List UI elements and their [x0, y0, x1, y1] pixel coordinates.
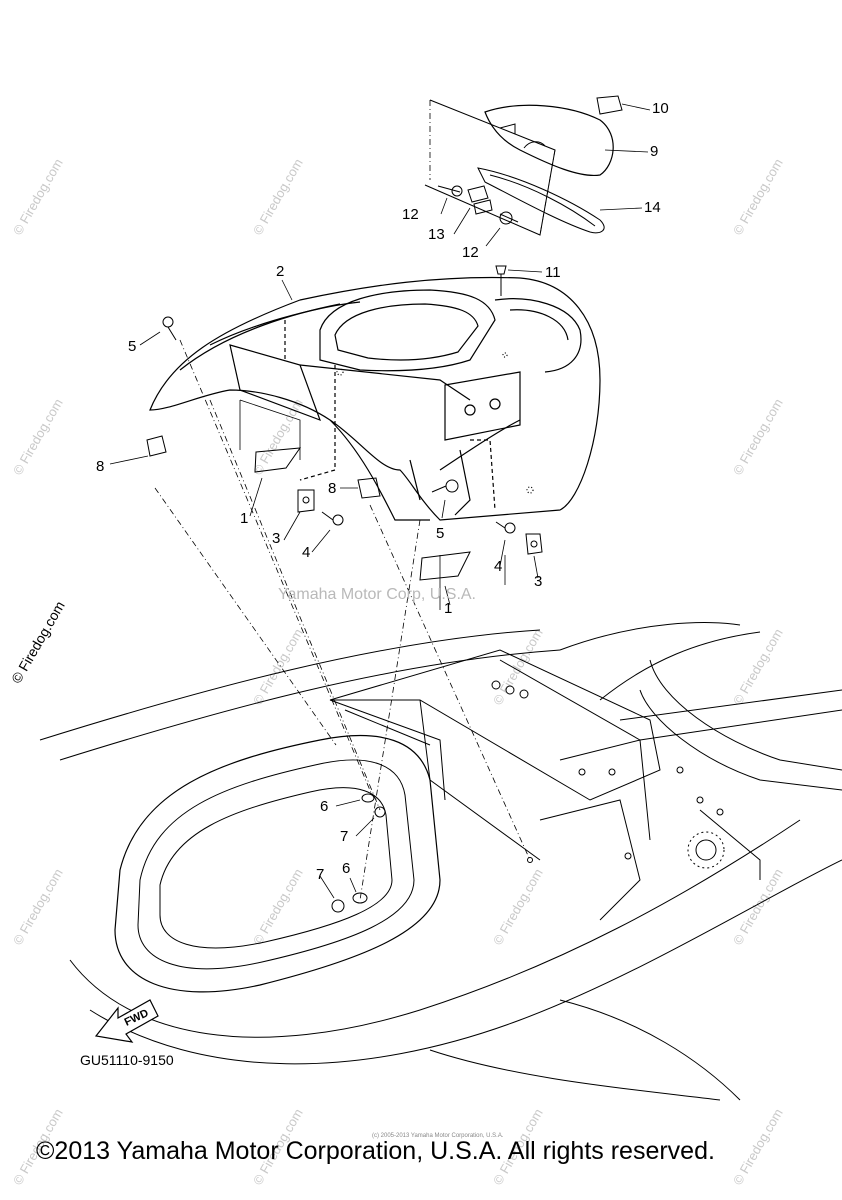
- callout-3: 3: [534, 573, 543, 590]
- callout-5: 5: [436, 525, 445, 542]
- fwd-arrow-icon: [96, 1000, 158, 1042]
- small-parts: [147, 266, 542, 912]
- hull-body: [40, 623, 842, 1100]
- callout-6: 6: [320, 798, 329, 815]
- callout-8: 8: [328, 480, 337, 497]
- hood-cover: [150, 277, 600, 520]
- callout-5: 5: [128, 338, 137, 355]
- part-code: GU51110-9150: [80, 1052, 174, 1068]
- callout-3: 3: [272, 530, 281, 547]
- leader-lines: [110, 104, 650, 898]
- callout-2: 2: [276, 263, 285, 280]
- callout-12: 12: [462, 244, 479, 261]
- callout-4: 4: [494, 558, 503, 575]
- callout-7: 7: [316, 866, 325, 883]
- callout-13: 13: [428, 226, 445, 243]
- callout-14: 14: [644, 199, 661, 216]
- callout-brackets: [240, 400, 505, 610]
- callout-10: 10: [652, 100, 669, 117]
- callout-11: 11: [545, 264, 561, 281]
- tiny-footer: (c) 2005-2013 Yamaha Motor Corporation, …: [372, 1133, 504, 1139]
- callout-1: 1: [240, 510, 249, 527]
- callout-4: 4: [302, 544, 311, 561]
- callout-6: 6: [342, 860, 351, 877]
- callout-9: 9: [650, 143, 659, 160]
- lid-assembly: [425, 96, 622, 235]
- center-watermark: Yamaha Motor Corp, U.S.A.: [278, 586, 476, 603]
- callout-8: 8: [96, 458, 105, 475]
- callout-7: 7: [340, 828, 349, 845]
- copyright-footer: ©2013 Yamaha Motor Corporation, U.S.A. A…: [36, 1137, 715, 1165]
- callout-12: 12: [402, 206, 419, 223]
- assembly-lines: [155, 100, 555, 900]
- callout-1: 1: [444, 600, 453, 617]
